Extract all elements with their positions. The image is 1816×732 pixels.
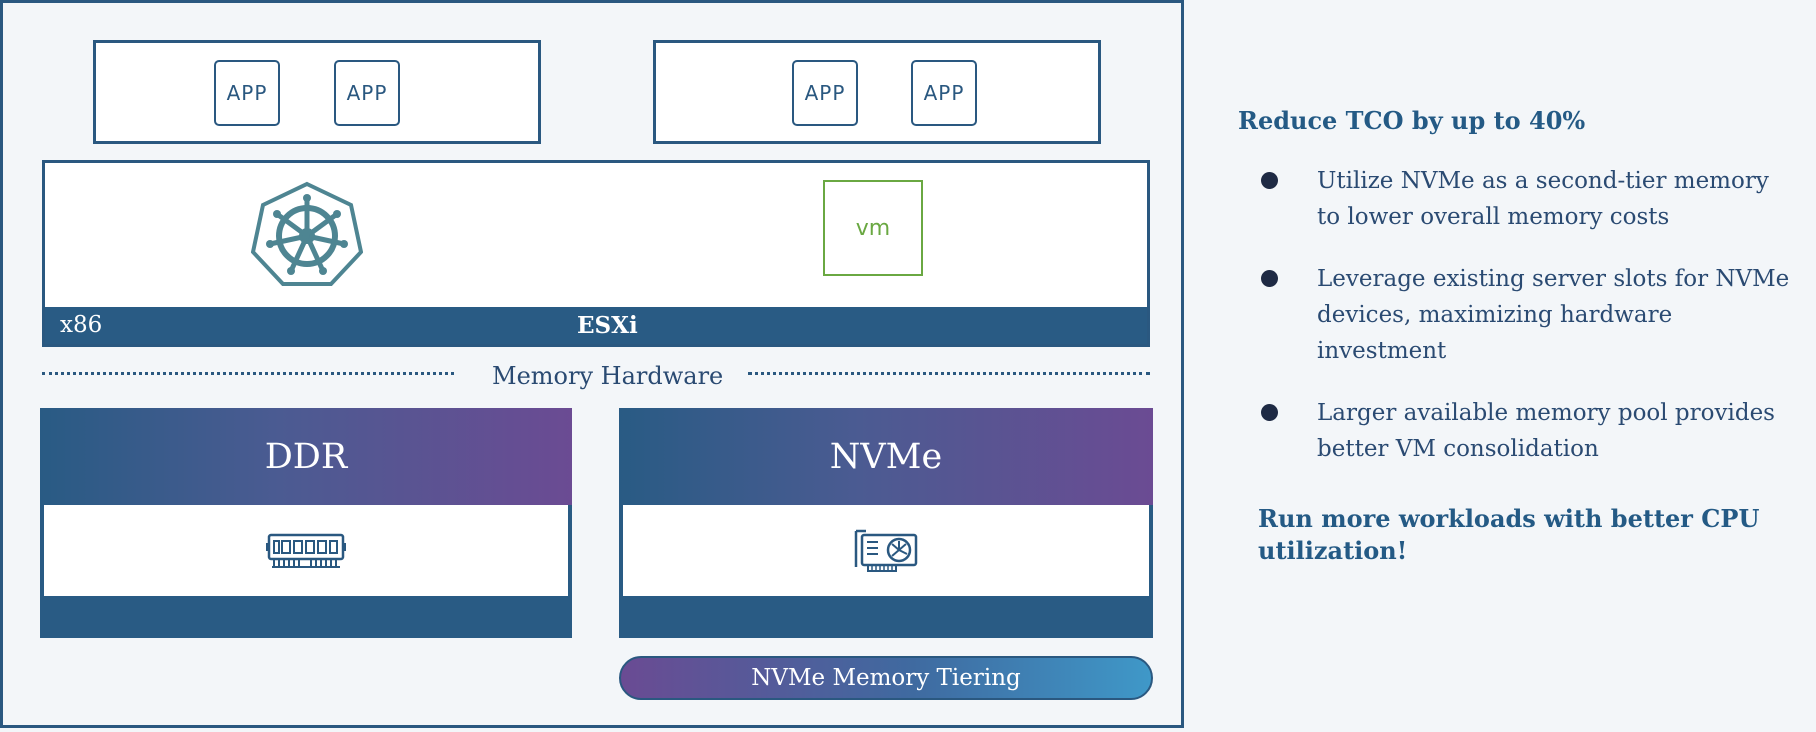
ram-module-icon [266, 533, 346, 568]
nvme-card: NVMe [619, 408, 1153, 638]
benefits-heading: Reduce TCO by up to 40% [1238, 106, 1586, 135]
bullet-text: Larger available memory pool provides be… [1317, 400, 1775, 462]
memory-hardware-divider: Memory Hardware [42, 359, 1150, 399]
esxi-bar: x86 ESXi [45, 307, 1147, 344]
bullet-dot-icon [1261, 270, 1278, 287]
benefits-list: Utilize NVMe as a second-tier memory to … [1238, 163, 1798, 467]
call-to-action: Run more workloads with better CPU utili… [1258, 504, 1760, 565]
list-item: Utilize NVMe as a second-tier memory to … [1238, 163, 1798, 235]
list-item: Larger available memory pool provides be… [1238, 395, 1798, 467]
bullet-text: Leverage existing server slots for NVMe … [1317, 266, 1790, 364]
ddr-card: DDR [40, 408, 572, 638]
list-item: Leverage existing server slots for NVMe … [1238, 261, 1798, 369]
vm-icon: vm [823, 180, 923, 276]
bullet-dot-icon [1261, 404, 1278, 421]
nvme-memory-tiering-pill: NVMe Memory Tiering [619, 656, 1153, 700]
x86-label: x86 [60, 312, 103, 338]
architecture-diagram: APP APP APP APP [0, 0, 1184, 728]
esxi-hypervisor-block: vm x86 ESXi [42, 160, 1150, 347]
nvme-body [623, 505, 1149, 596]
app-tile: APP [911, 60, 977, 126]
app-group-1: APP APP [93, 40, 541, 144]
dotted-rule-right [748, 372, 1150, 375]
bullet-dot-icon [1261, 172, 1278, 189]
memory-hardware-label: Memory Hardware [492, 362, 724, 390]
esxi-label: ESXi [577, 312, 638, 339]
app-tile: APP [214, 60, 280, 126]
app-tile: APP [792, 60, 858, 126]
nvme-card-icon [854, 529, 918, 572]
app-tile: APP [334, 60, 400, 126]
ddr-title: DDR [40, 408, 572, 505]
nvme-title: NVMe [619, 408, 1153, 505]
ddr-body [44, 505, 568, 596]
kubernetes-helm-icon [251, 181, 363, 286]
benefits-panel: Reduce TCO by up to 40% Utilize NVMe as … [1238, 106, 1798, 567]
dotted-rule-left [42, 372, 454, 375]
app-group-2: APP APP [653, 40, 1101, 144]
bullet-text: Utilize NVMe as a second-tier memory to … [1317, 168, 1769, 230]
